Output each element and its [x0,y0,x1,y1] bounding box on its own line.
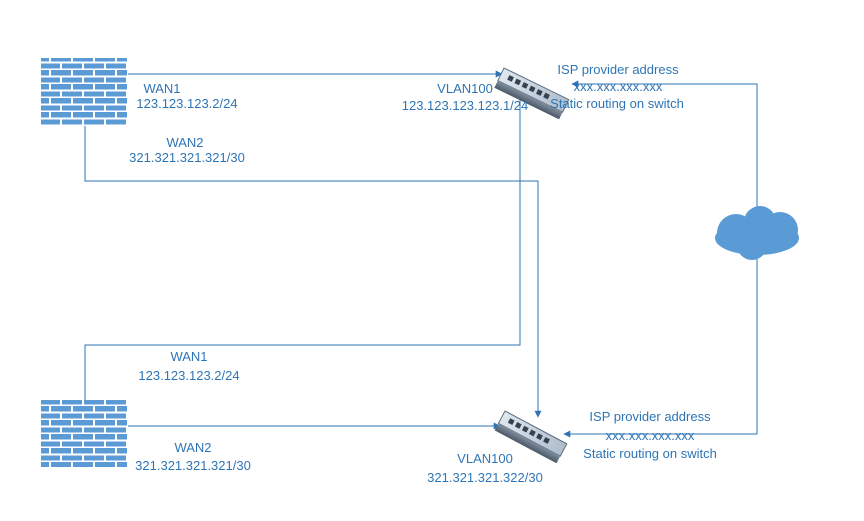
wire-cloud-to-bottom-switch [563,257,758,438]
top-routing-note: Static routing on switch [550,96,684,111]
wire-top-wan2 [84,126,542,418]
top-wan2-name: WAN2 [166,135,203,150]
internet-cloud [715,206,799,260]
top-isp-label: ISP provider address [557,62,679,77]
wire-bottom-wan1 [84,88,524,400]
connections [84,70,758,438]
wire-cloud-to-top-switch [571,80,758,212]
bottom-routing-note: Static routing on switch [583,446,717,461]
bottom-vlan-ip: 321.321.321.322/30 [427,470,543,485]
top-wan1-name: WAN1 [143,81,180,96]
bottom-isp-label: ISP provider address [589,409,711,424]
top-vlan-ip: 123.123.123.123.1/24 [402,98,529,113]
bottom-wan2-ip: 321.321.321.321/30 [135,458,251,473]
firewall-icon [41,400,127,467]
switch-icon [494,410,568,464]
top-vlan-name: VLAN100 [437,81,493,96]
top-wan2-ip: 321.321.321.321/30 [129,150,245,165]
firewall-bottom [41,400,127,467]
bottom-wan2-name: WAN2 [174,440,211,455]
switch-top [494,67,570,120]
bottom-vlan-name: VLAN100 [457,451,513,466]
bottom-wan1-name: WAN1 [170,349,207,364]
firewall-top [41,58,127,126]
firewall-icon [41,58,127,126]
switch-bottom [494,410,568,464]
top-isp-ip: xxx.xxx.xxx.xxx [574,79,663,94]
switch-icon [494,67,570,120]
cloud-icon [715,206,799,260]
bottom-wan1-ip: 123.123.123.2/24 [138,368,239,383]
top-wan1-ip: 123.123.123.2/24 [136,96,237,111]
bottom-isp-ip: xxx.xxx.xxx.xxx [606,428,695,443]
